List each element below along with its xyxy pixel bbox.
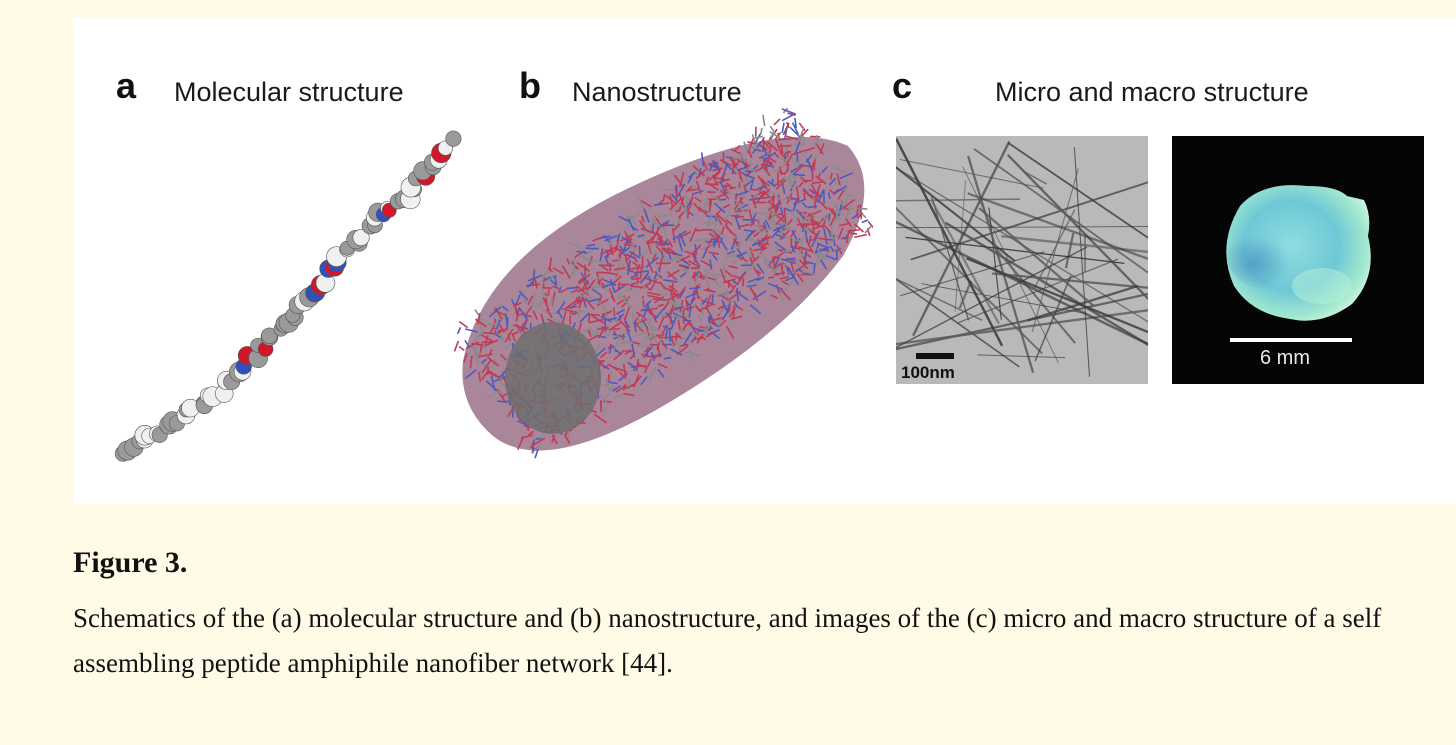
- panel-c-title: Micro and macro structure: [995, 77, 1309, 107]
- figure-image-panel: a Molecular structure b Nanostructure c …: [73, 18, 1456, 504]
- panel-c-letter: c: [892, 65, 913, 106]
- tem-scale-label: 100nm: [901, 363, 955, 382]
- gel-scale-label: 6 mm: [1260, 347, 1310, 369]
- figure-label: Figure 3.: [73, 546, 188, 579]
- tem-fibers-icon: [896, 137, 1148, 377]
- gel-photo-image: 6 mm: [1172, 136, 1424, 384]
- panel-b-title: Nanostructure: [572, 77, 742, 107]
- panel-a-letter: a: [116, 65, 137, 106]
- molecule-model-icon: [114, 130, 462, 462]
- tem-scale-bar: [916, 353, 954, 359]
- panel-b-letter: b: [519, 65, 541, 106]
- tem-micrograph-image: 100nm: [896, 136, 1148, 384]
- gel-droplet-icon: [1226, 185, 1371, 342]
- panel-a-title: Molecular structure: [174, 77, 404, 107]
- nanofiber-model-icon: [453, 107, 873, 459]
- figure-caption: Schematics of the (a) molecular structur…: [73, 603, 1382, 678]
